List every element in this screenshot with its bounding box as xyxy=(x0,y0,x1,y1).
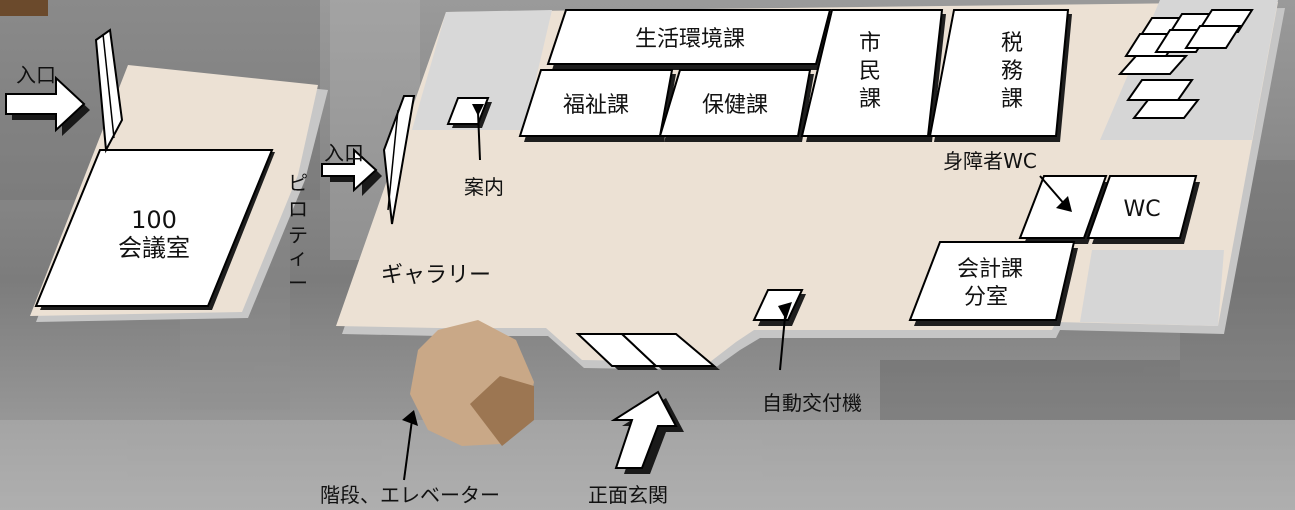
room-hoken[interactable] xyxy=(658,69,812,137)
label-piloti-4: ィ xyxy=(288,245,308,269)
label-shimin-1: 市 xyxy=(859,31,881,56)
kiosk-machine[interactable] xyxy=(752,289,804,321)
arrow-right-icon xyxy=(5,75,86,133)
label-hoken: 保健課 xyxy=(702,93,768,118)
upper-left-block xyxy=(412,10,552,130)
corner-tab xyxy=(0,0,48,16)
label-stairs: 階段、エレベーター xyxy=(320,483,500,507)
meeting-room-100[interactable] xyxy=(34,149,274,307)
label-entrance-left: 入口 xyxy=(16,63,56,87)
label-meeting-room-number: 100 xyxy=(131,206,177,234)
room-seikatsu-kankyo[interactable] xyxy=(546,9,832,65)
label-meeting-room: 会議室 xyxy=(118,234,190,262)
label-piloti-3: テ xyxy=(288,223,308,247)
label-kaikei-2: 分室 xyxy=(964,285,1008,310)
stacked-desks xyxy=(1117,9,1254,119)
main-entrance-door-right xyxy=(619,333,717,367)
label-zeimu-2: 務 xyxy=(1001,59,1023,84)
label-kaikei-1: 会計課 xyxy=(957,257,1023,282)
label-piloti-2: ロ xyxy=(288,197,308,221)
label-fukushi: 福祉課 xyxy=(563,93,629,118)
label-piloti-1: ピ xyxy=(288,171,308,195)
arrow-up-icon xyxy=(610,390,678,469)
label-annai: 案内 xyxy=(464,175,504,199)
label-seikatsu-kankyo: 生活環境課 xyxy=(635,27,745,52)
label-entrance-mid: 入口 xyxy=(324,141,364,165)
label-shimin-2: 民 xyxy=(859,59,881,84)
room-kaikei-annex[interactable] xyxy=(908,241,1076,321)
label-zeimu-3: 課 xyxy=(1001,87,1023,112)
label-shimin-3: 課 xyxy=(859,87,881,112)
arrow-right-icon xyxy=(321,147,378,193)
octagon-stair-icon[interactable] xyxy=(410,320,534,446)
room-zeimu[interactable] xyxy=(928,9,1070,137)
label-zeimu-1: 税 xyxy=(1001,31,1023,56)
lower-right-block xyxy=(1080,250,1224,326)
label-piloti-5: ー xyxy=(288,271,308,295)
label-kiosk: 自動交付機 xyxy=(762,391,862,415)
room-shimin[interactable] xyxy=(800,9,944,137)
label-wc: WC xyxy=(1123,197,1160,222)
label-gallery: ギャラリー xyxy=(381,263,491,288)
label-accessible-wc: 身障者WC xyxy=(943,149,1037,173)
room-wc[interactable] xyxy=(1086,175,1198,239)
label-main-entrance: 正面玄関 xyxy=(588,483,668,507)
